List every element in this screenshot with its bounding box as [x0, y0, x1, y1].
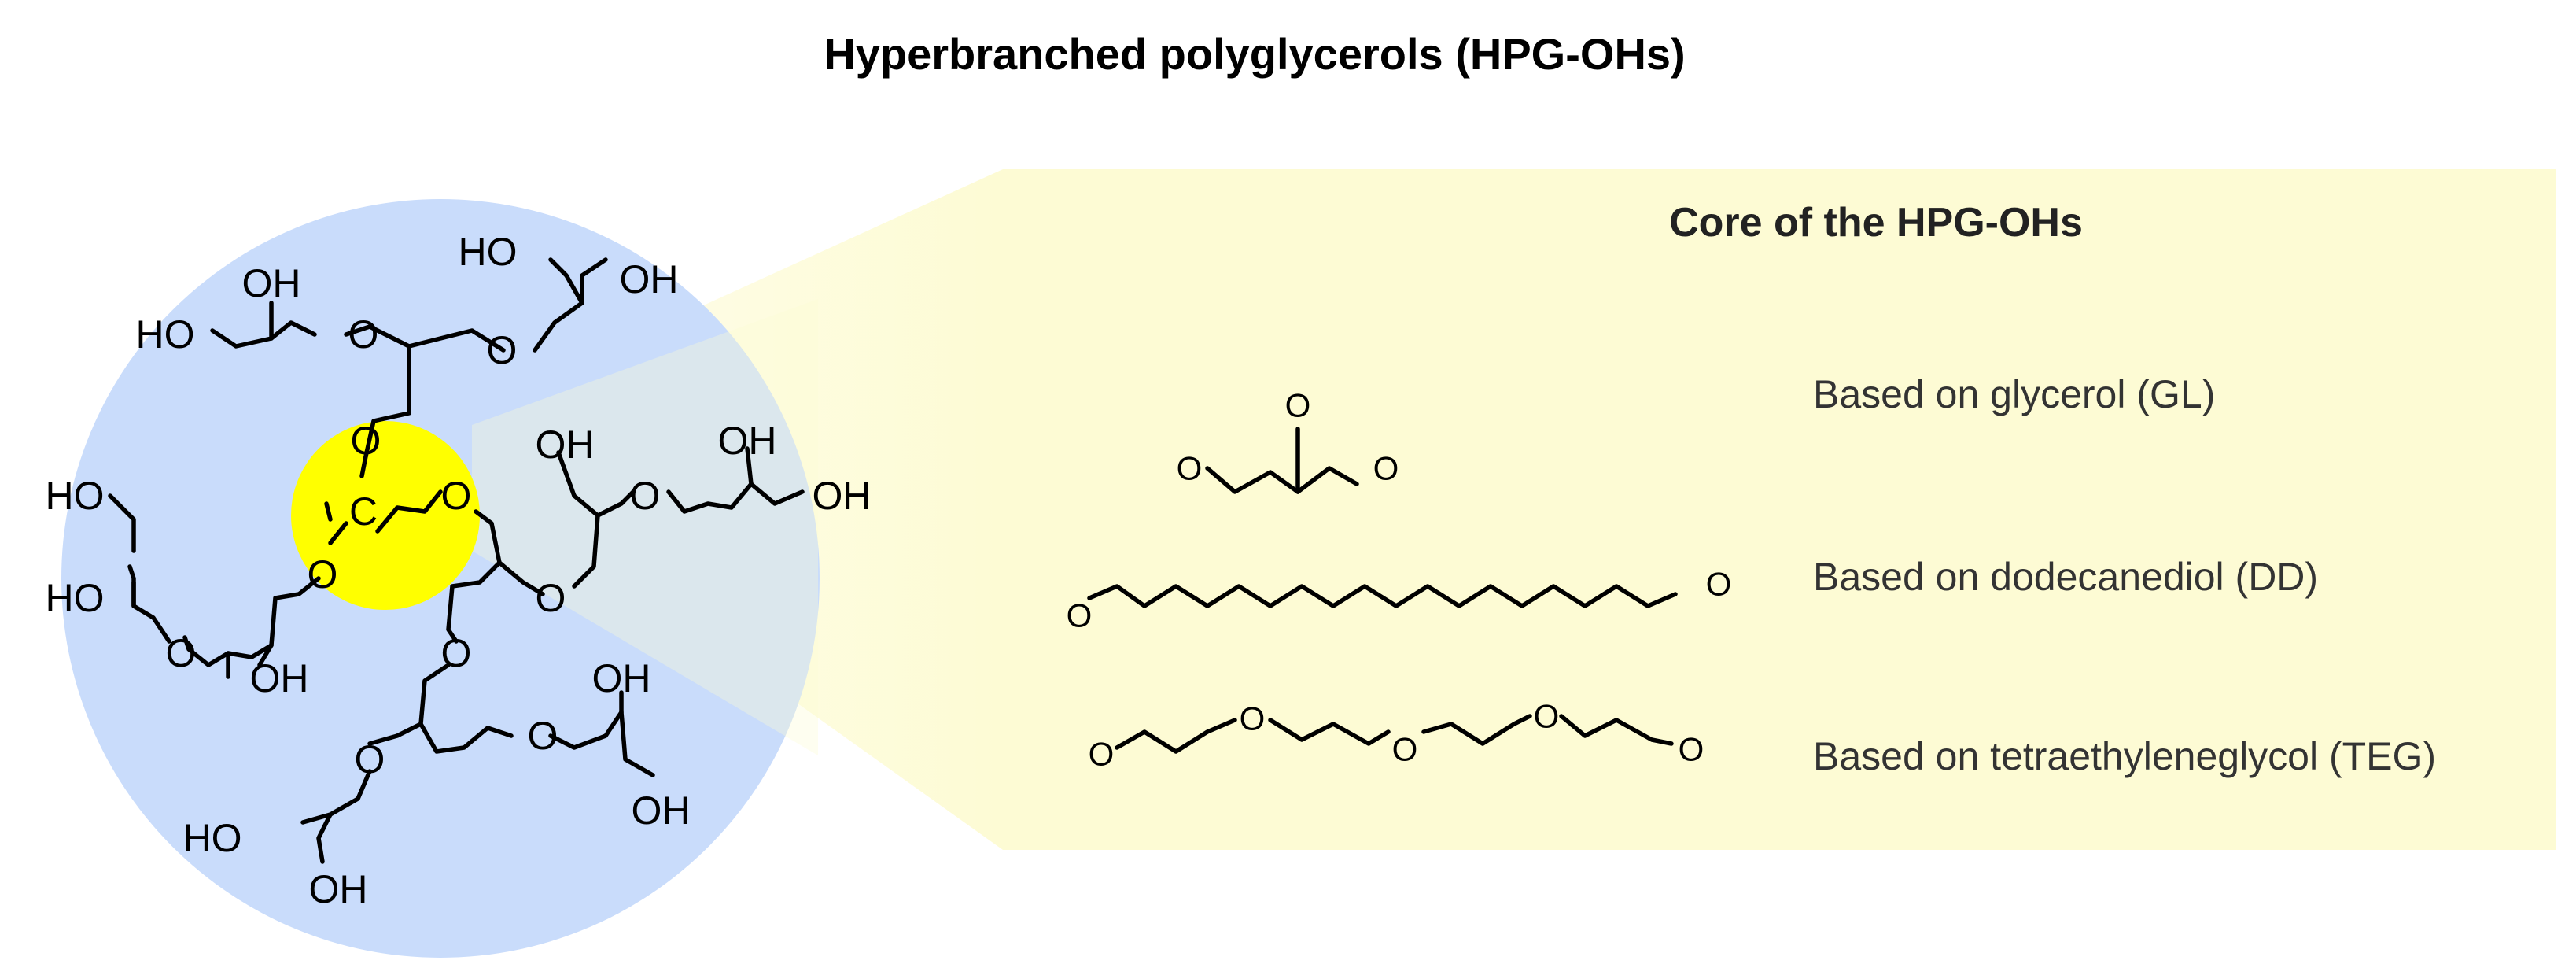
atom-oh: OH: [632, 789, 691, 833]
label-glycerol: Based on glycerol (GL): [1813, 372, 2215, 416]
atom-o: O: [630, 474, 661, 518]
atom-oh: OH: [536, 423, 595, 467]
hpg-bonds: [108, 257, 805, 864]
panel-heading: Core of the HPG-OHs: [1669, 200, 2083, 246]
atom-c: C: [349, 489, 378, 534]
atom-o: O: [1373, 450, 1399, 487]
teg-structure: O O O O O: [1089, 698, 1704, 773]
atom-o: O: [441, 631, 472, 675]
atom-o: O: [528, 714, 558, 758]
atom-oh: OH: [592, 656, 651, 700]
atom-o: O: [1089, 736, 1115, 773]
label-teg: Based on tetraethyleneglycol (TEG): [1813, 734, 2436, 778]
label-dodecanediol: Based on dodecanediol (DD): [1813, 555, 2318, 599]
atom-ho: HO: [459, 230, 518, 274]
atom-o: O: [536, 576, 566, 620]
atom-oh: OH: [309, 867, 368, 911]
atom-o: O: [308, 552, 338, 596]
atom-oh: OH: [620, 257, 679, 301]
glycerol-structure: O O O: [1177, 387, 1399, 494]
atom-o: O: [166, 631, 197, 675]
atom-oh: OH: [813, 474, 872, 518]
atom-o: O: [355, 737, 385, 781]
beam-overlay: [472, 299, 818, 755]
atom-o: O: [1285, 387, 1311, 424]
atom-ho: HO: [136, 312, 195, 356]
atom-o: O: [441, 474, 472, 518]
dodecanediol-structure: O O: [1067, 566, 1732, 634]
atom-o: O: [1706, 566, 1732, 603]
atom-oh: OH: [242, 261, 301, 305]
atom-o: O: [1067, 597, 1093, 634]
atom-oh: OH: [718, 419, 777, 463]
atom-o: O: [1392, 731, 1418, 768]
atom-o: O: [487, 328, 518, 372]
atom-o: O: [1534, 698, 1560, 735]
atom-o: O: [1679, 731, 1704, 768]
atom-oh: OH: [250, 656, 309, 700]
atom-ho: HO: [46, 474, 105, 518]
figure-title: Hyperbranched polyglycerols (HPG-OHs): [824, 29, 1685, 79]
atom-o: O: [351, 419, 381, 463]
core-circle: [291, 421, 480, 610]
atom-o: O: [1240, 700, 1266, 737]
atom-o: O: [348, 312, 379, 356]
hpg-atoms: OH HO O O HO OH O C O O OH O OH OH O HO …: [46, 230, 872, 911]
atom-ho: HO: [183, 816, 242, 860]
atom-o: O: [1177, 450, 1203, 487]
atom-ho: HO: [46, 576, 105, 620]
core-panel: [1003, 169, 2556, 850]
